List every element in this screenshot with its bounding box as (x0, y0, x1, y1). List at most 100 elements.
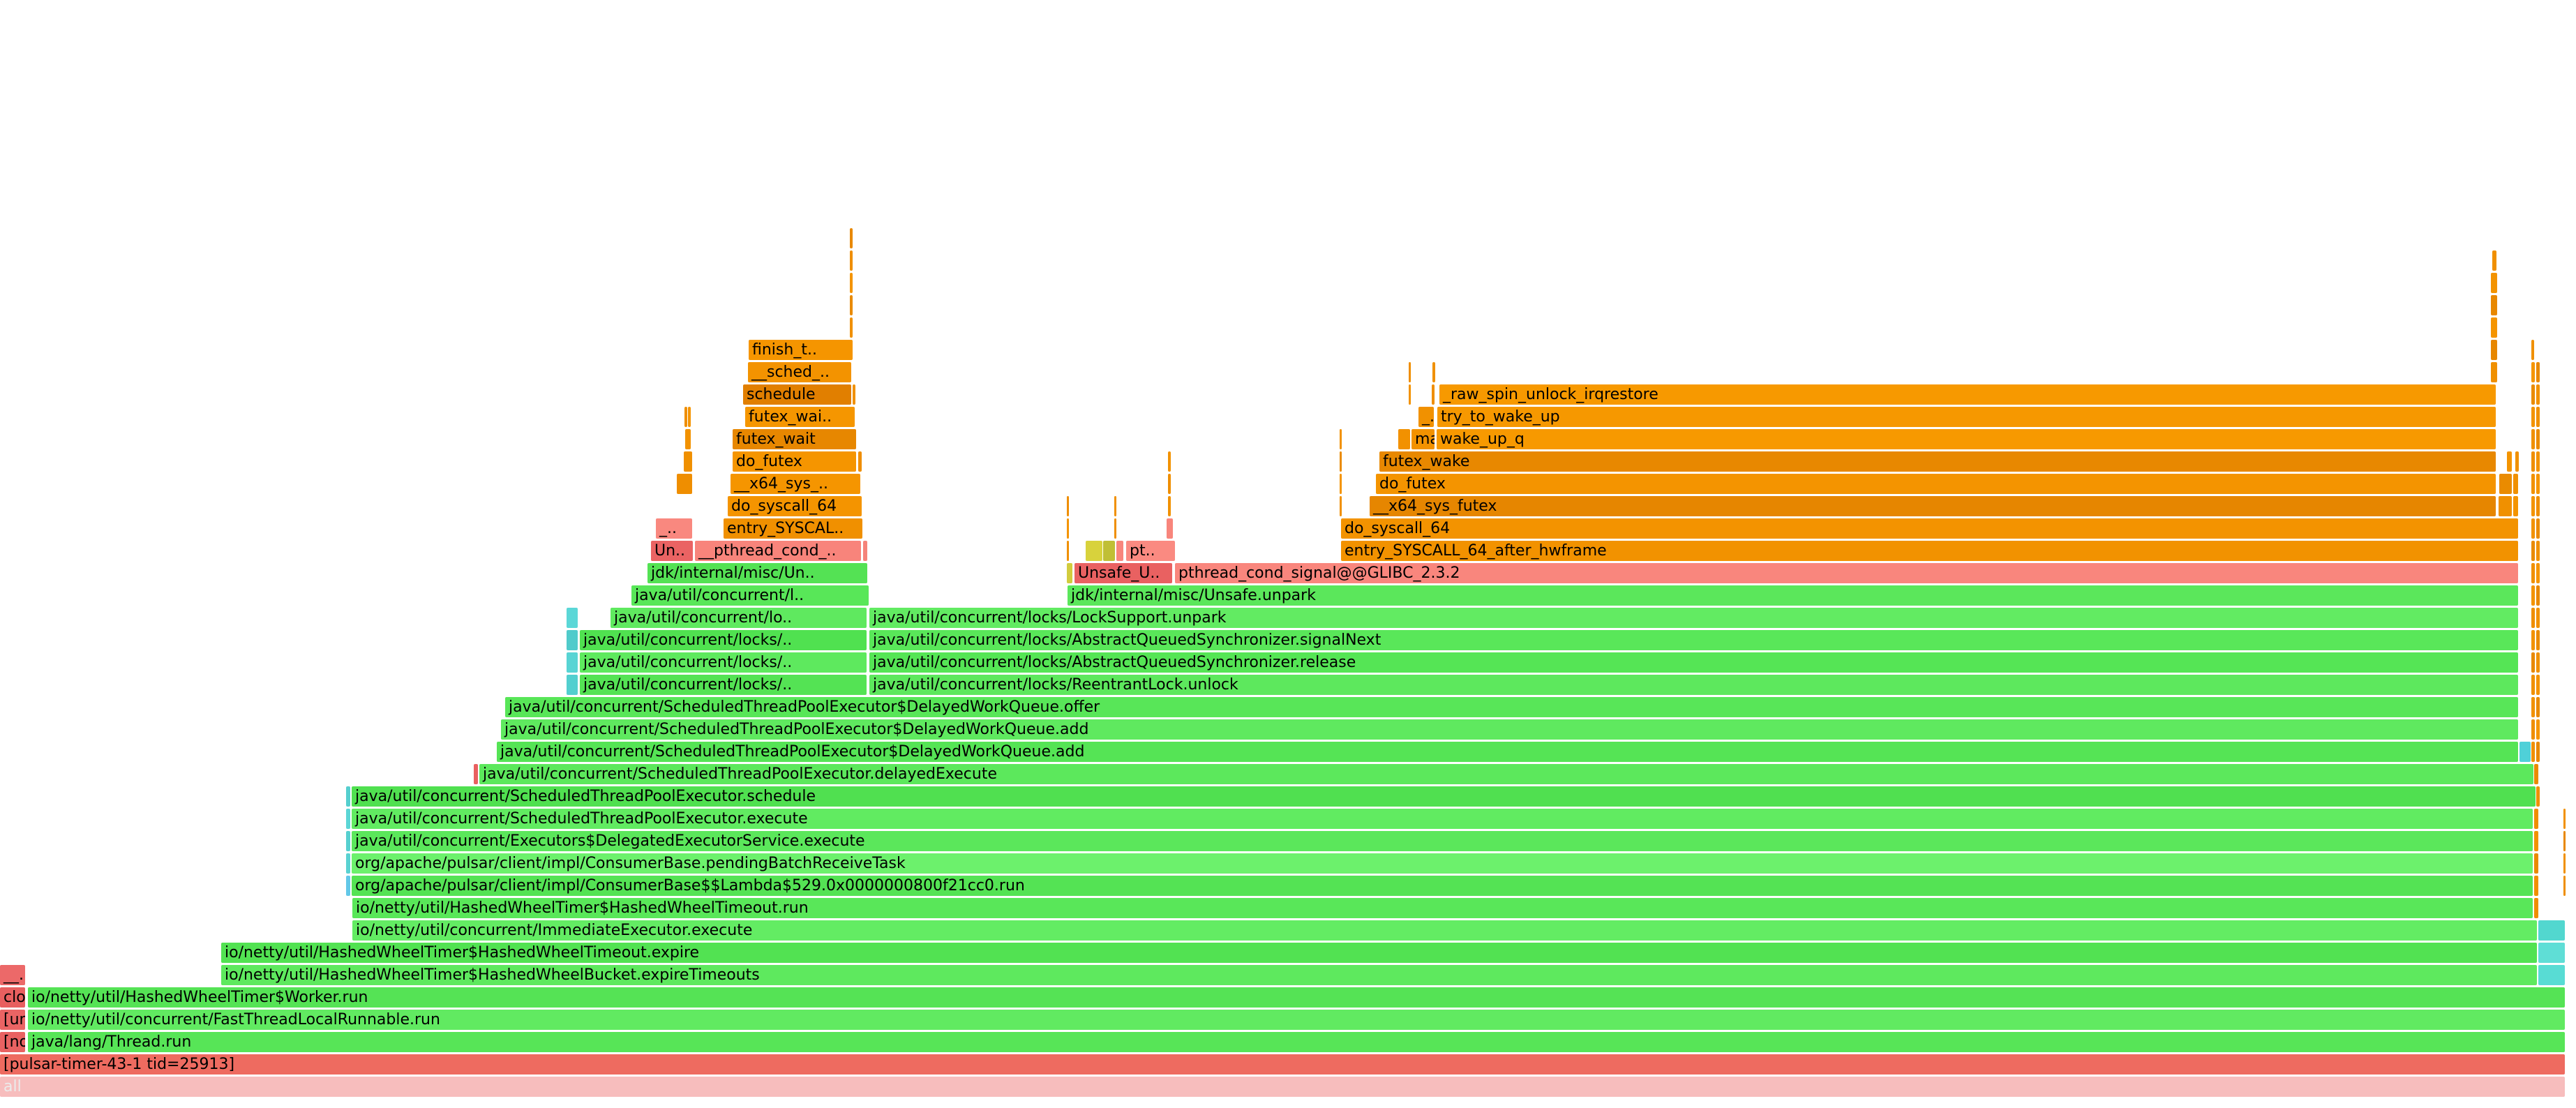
flame-frame-sliver[interactable] (2531, 585, 2535, 606)
flame-frame[interactable]: [un.. (0, 1010, 25, 1030)
flame-frame-sliver[interactable] (2538, 943, 2565, 963)
flame-frame[interactable]: java/util/concurrent/locks/LockSupport.u… (869, 608, 2518, 628)
flame-frame-sliver[interactable] (474, 764, 478, 784)
flame-frame-sliver[interactable] (1340, 429, 1342, 449)
flame-frame[interactable]: schedule (743, 384, 851, 405)
flame-frame-sliver[interactable] (1167, 518, 1173, 539)
flame-frame-sliver[interactable] (567, 675, 578, 695)
flame-frame-sliver[interactable] (2515, 451, 2519, 472)
flame-frame-sliver[interactable] (2536, 608, 2540, 628)
flame-frame-sliver[interactable] (2536, 719, 2540, 740)
flame-frame-sliver[interactable] (346, 786, 350, 807)
flame-frame-sliver[interactable] (850, 317, 853, 338)
flame-frame-sliver[interactable] (346, 831, 350, 851)
flame-frame-sliver[interactable] (567, 630, 578, 650)
flame-frame[interactable]: finish_t.. (749, 340, 853, 360)
flame-frame[interactable]: io/netty/util/HashedWheelTimer$HashedWhe… (221, 965, 2537, 985)
flame-frame[interactable]: java/util/concurrent/locks/ReentrantLock… (869, 675, 2518, 695)
flame-frame-sliver[interactable] (2536, 585, 2540, 606)
flame-frame[interactable]: java/util/concurrent/ScheduledThreadPool… (501, 719, 2518, 740)
flame-frame[interactable]: io/netty/util/concurrent/FastThreadLocal… (28, 1010, 2565, 1030)
flame-frame-sliver[interactable] (2531, 697, 2535, 717)
flame-frame-sliver[interactable] (1116, 541, 1123, 561)
flame-frame[interactable]: do_futex (733, 451, 856, 472)
flame-frame[interactable]: __x64_sys_.. (731, 474, 860, 494)
flame-frame[interactable]: jdk/internal/misc/Unsafe.unpark (1068, 585, 2518, 606)
flame-frame-sliver[interactable] (2531, 384, 2535, 405)
flame-frame[interactable]: java/util/concurrent/locks/.. (580, 675, 867, 695)
flame-frame-sliver[interactable] (2536, 652, 2540, 673)
flame-frame-sliver[interactable] (1114, 518, 1116, 539)
flame-frame[interactable]: futex_wai.. (745, 407, 855, 427)
flame-frame-sliver[interactable] (346, 853, 350, 874)
flame-frame[interactable]: java/util/concurrent/ScheduledThreadPool… (505, 697, 2518, 717)
flame-frame-sliver[interactable] (2538, 920, 2565, 941)
flame-frame-sliver[interactable] (1340, 496, 1342, 516)
flame-frame-sliver[interactable] (850, 295, 853, 315)
flame-frame-sliver[interactable] (2531, 518, 2535, 539)
flame-frame-sliver[interactable] (2491, 340, 2497, 360)
flame-frame-sliver[interactable] (2531, 630, 2535, 650)
flame-frame-sliver[interactable] (2536, 697, 2540, 717)
flame-frame-sliver[interactable] (850, 273, 853, 293)
flame-frame[interactable]: java/util/concurrent/locks/AbstractQueue… (869, 652, 2518, 673)
flame-frame-sliver[interactable] (1114, 496, 1116, 516)
flame-frame[interactable]: java/util/concurrent/Executors$Delegated… (352, 831, 2533, 851)
flame-frame-sliver[interactable] (2507, 451, 2512, 472)
flame-frame-sliver[interactable] (2531, 541, 2535, 561)
flame-frame[interactable]: jdk/internal/misc/Un.. (647, 563, 867, 583)
flame-frame-sliver[interactable] (2531, 496, 2535, 516)
flame-frame[interactable]: __x64_sys_futex (1370, 496, 2496, 516)
flame-frame[interactable]: _raw_spin_unlock_irqrestore (1439, 384, 2496, 405)
flame-frame[interactable]: pthread_cond_signal@@GLIBC_2.3.2 (1175, 563, 2518, 583)
flame-frame-sliver[interactable] (2563, 876, 2566, 896)
flame-frame-sliver[interactable] (2531, 474, 2535, 494)
flame-frame-sliver[interactable] (2536, 429, 2540, 449)
flame-frame-sliver[interactable] (684, 407, 687, 427)
flame-frame-sliver[interactable] (688, 407, 691, 427)
flame-frame-sliver[interactable] (1409, 384, 1411, 405)
flame-frame-sliver[interactable] (1340, 451, 1342, 472)
flame-frame[interactable]: java/lang/Thread.run (28, 1032, 2565, 1052)
flame-frame-sliver[interactable] (2536, 496, 2540, 516)
flame-frame-sliver[interactable] (1409, 362, 1411, 382)
flame-frame-sliver[interactable] (850, 250, 853, 271)
flame-frame-sliver[interactable] (2536, 384, 2540, 405)
flame-frame-sliver[interactable] (2531, 429, 2535, 449)
flame-frame[interactable]: io/netty/util/HashedWheelTimer$Worker.ru… (28, 987, 2565, 1008)
flame-frame[interactable]: org/apache/pulsar/client/impl/ConsumerBa… (352, 853, 2533, 874)
flame-frame[interactable]: try_to_wake_up (1437, 407, 2496, 427)
flame-frame-sliver[interactable] (1168, 496, 1171, 516)
flame-frame-sliver[interactable] (2531, 742, 2535, 762)
flame-frame-sliver[interactable] (2499, 496, 2512, 516)
flame-frame-sliver[interactable] (2531, 451, 2535, 472)
flame-frame-sliver[interactable] (2531, 340, 2534, 360)
flame-frame[interactable]: do_futex (1376, 474, 2496, 494)
flame-frame-sliver[interactable] (2531, 407, 2535, 427)
flame-frame-sliver[interactable] (2491, 362, 2497, 382)
flame-frame-sliver[interactable] (850, 228, 853, 248)
flame-frame[interactable]: _.. (1418, 407, 1434, 427)
flame-frame-sliver[interactable] (346, 809, 350, 829)
flame-frame-sliver[interactable] (2534, 876, 2538, 896)
flame-frame-sliver[interactable] (2531, 675, 2535, 695)
flame-frame-sliver[interactable] (567, 652, 578, 673)
flame-frame[interactable]: _.. (656, 518, 692, 539)
flame-frame-sliver[interactable] (858, 451, 862, 472)
flame-frame-sliver[interactable] (1432, 362, 1435, 382)
flame-frame[interactable]: java/util/concurrent/ScheduledThreadPool… (479, 764, 2533, 784)
flame-frame[interactable]: java/util/concurrent/locks/.. (580, 652, 867, 673)
flame-frame-sliver[interactable] (1168, 451, 1171, 472)
flame-frame[interactable]: Unsafe_U.. (1074, 563, 1172, 583)
flame-frame-sliver[interactable] (2536, 786, 2540, 807)
flame-frame-sliver[interactable] (2531, 362, 2535, 382)
flame-frame[interactable]: futex_wait (733, 429, 856, 449)
flame-frame-sliver[interactable] (2534, 809, 2538, 829)
flame-frame-sliver[interactable] (2536, 362, 2540, 382)
flame-frame-sliver[interactable] (677, 474, 692, 494)
flame-frame[interactable]: java/util/concurrent/lo.. (611, 608, 867, 628)
flame-frame[interactable]: clo.. (0, 987, 25, 1008)
flame-frame-sliver[interactable] (2531, 719, 2535, 740)
flame-frame[interactable]: __sched_.. (748, 362, 851, 382)
flame-frame-sliver[interactable] (684, 451, 692, 472)
